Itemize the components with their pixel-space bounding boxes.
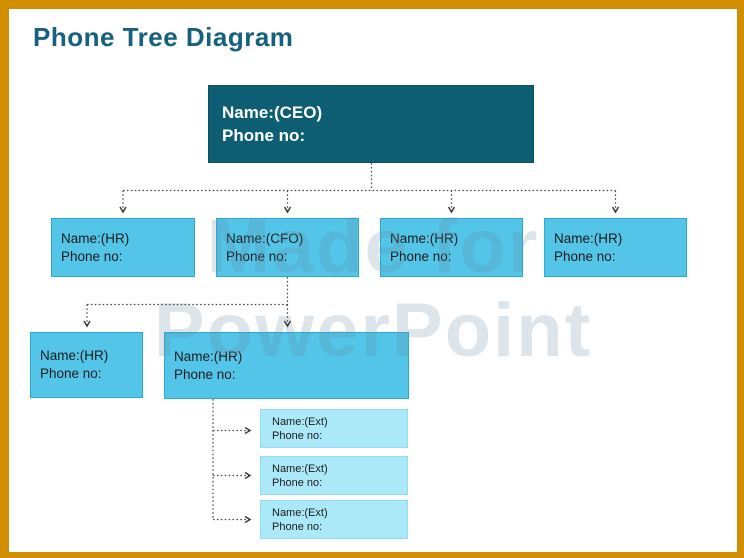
node-hr-2-phone: Phone no: bbox=[390, 248, 452, 264]
node-ext-2: Name:(Ext) Phone no: bbox=[260, 456, 408, 495]
node-hr-5: Name:(HR) Phone no: bbox=[164, 332, 409, 399]
node-hr-5-name: Name:(HR) bbox=[174, 348, 243, 364]
node-hr-3: Name:(HR) Phone no: bbox=[544, 218, 687, 277]
node-hr-1-phone: Phone no: bbox=[61, 248, 123, 264]
node-hr-4: Name:(HR) Phone no: bbox=[30, 332, 143, 398]
node-cfo-phone: Phone no: bbox=[226, 248, 288, 264]
node-ext-1-name: Name:(Ext) bbox=[272, 415, 328, 428]
node-hr-2: Name:(HR) Phone no: bbox=[380, 218, 523, 277]
node-ext-3-name: Name:(Ext) bbox=[272, 506, 328, 519]
node-ext-1: Name:(Ext) Phone no: bbox=[260, 409, 408, 448]
node-ceo: Name:(CEO) Phone no: bbox=[208, 85, 534, 163]
node-cfo-name: Name:(CFO) bbox=[226, 230, 304, 246]
node-cfo: Name:(CFO) Phone no: bbox=[216, 218, 359, 277]
node-hr-1: Name:(HR) Phone no: bbox=[51, 218, 195, 277]
node-ext-2-phone: Phone no: bbox=[272, 476, 323, 489]
node-hr-1-name: Name:(HR) bbox=[61, 230, 130, 246]
node-hr-5-phone: Phone no: bbox=[174, 366, 236, 382]
page-title: Phone Tree Diagram bbox=[33, 22, 294, 52]
node-hr-3-name: Name:(HR) bbox=[554, 230, 623, 246]
node-ext-3: Name:(Ext) Phone no: bbox=[260, 500, 408, 539]
node-ceo-name: Name:(CEO) bbox=[222, 103, 323, 122]
node-ext-1-phone: Phone no: bbox=[272, 429, 323, 442]
node-hr-3-phone: Phone no: bbox=[554, 248, 616, 264]
node-hr-2-name: Name:(HR) bbox=[390, 230, 459, 246]
node-hr-4-name: Name:(HR) bbox=[40, 348, 109, 363]
node-ext-3-phone: Phone no: bbox=[272, 520, 323, 533]
node-ext-2-name: Name:(Ext) bbox=[272, 462, 328, 475]
node-ceo-phone: Phone no: bbox=[222, 126, 306, 145]
node-hr-4-phone: Phone no: bbox=[40, 366, 102, 381]
